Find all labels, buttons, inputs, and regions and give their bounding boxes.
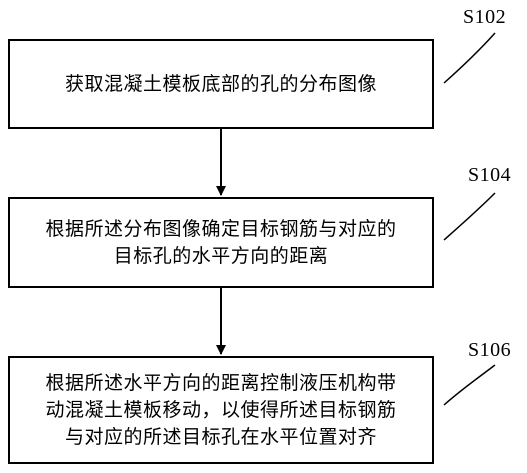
step-text-s102: 获取混凝土模板底部的孔的分布图像 <box>64 72 377 95</box>
leader-line-s106 <box>443 364 496 406</box>
step-label-s102: S102 <box>463 6 507 28</box>
step-label-s106: S106 <box>468 339 512 361</box>
leader-line-s104 <box>443 192 496 241</box>
step-text-s104: 根据所述分布图像确定目标钢筋与对应的 目标孔的水平方向的距离 <box>45 217 397 267</box>
step-box-s106: 根据所述水平方向的距离控制液压机构带 动混凝土模板移动，以使得所述目标钢筋 与对… <box>8 356 434 464</box>
step-text-s106: 根据所述水平方向的距离控制液压机构带 动混凝土模板移动，以使得所述目标钢筋 与对… <box>45 371 397 448</box>
step-box-s102: 获取混凝土模板底部的孔的分布图像 <box>8 39 434 129</box>
step-label-s104: S104 <box>468 164 512 186</box>
step-box-s104: 根据所述分布图像确定目标钢筋与对应的 目标孔的水平方向的距离 <box>8 197 434 288</box>
leader-line-s102 <box>443 32 496 84</box>
